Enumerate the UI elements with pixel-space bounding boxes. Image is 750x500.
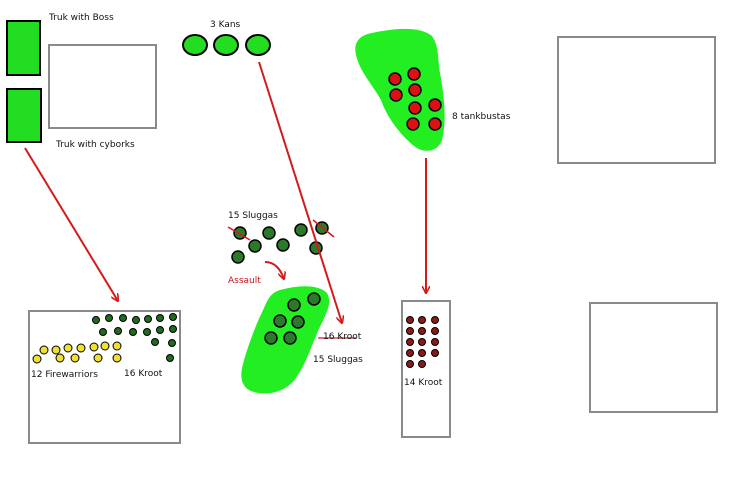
firewarrior xyxy=(63,343,73,353)
slugga xyxy=(307,292,321,306)
firewarrior xyxy=(89,342,99,352)
kroot xyxy=(99,328,107,336)
slugga xyxy=(276,238,290,252)
label-sluggas-top: 15 Sluggas xyxy=(228,211,278,221)
firewarriors-group xyxy=(32,341,122,364)
kroot xyxy=(156,314,164,322)
kroot xyxy=(431,349,439,357)
tankbusta xyxy=(408,83,422,97)
kroot xyxy=(406,360,414,368)
arrow-assault xyxy=(264,261,284,279)
movement-arrows xyxy=(24,61,426,323)
slugga xyxy=(273,314,287,328)
label-firewarriors: 12 Firewarriors xyxy=(31,370,98,380)
firewarrior xyxy=(112,353,122,363)
kroot-middle-group xyxy=(406,316,439,368)
kroot xyxy=(143,328,151,336)
kroot xyxy=(418,338,426,346)
slugga xyxy=(248,239,262,253)
kan xyxy=(182,34,208,56)
kan xyxy=(213,34,239,56)
slugga xyxy=(287,298,301,312)
firewarrior xyxy=(112,341,122,351)
tankbusta xyxy=(389,88,403,102)
kroot xyxy=(406,338,414,346)
firewarrior xyxy=(70,353,80,363)
slugga xyxy=(262,226,276,240)
tankbusta xyxy=(406,117,420,131)
building-bottom-right xyxy=(589,302,718,413)
slugga xyxy=(294,223,308,237)
firewarrior xyxy=(93,353,103,363)
kroot xyxy=(119,314,127,322)
label-kroot-middle: 14 Kroot xyxy=(404,378,443,388)
strike-mark xyxy=(312,219,335,238)
firewarrior xyxy=(32,354,42,364)
kroot xyxy=(406,316,414,324)
kroot xyxy=(144,315,152,323)
kroot xyxy=(169,313,177,321)
firewarrior xyxy=(51,345,61,355)
label-kroot-struck: 16 Kroot xyxy=(323,332,362,342)
kroot xyxy=(168,339,176,347)
kroot-left-group xyxy=(92,313,177,362)
kroot xyxy=(431,316,439,324)
kroot xyxy=(418,360,426,368)
building-top-left xyxy=(48,44,157,129)
slugga xyxy=(264,331,278,345)
kroot xyxy=(114,327,122,335)
arrow-truk-to-building xyxy=(24,147,118,301)
kroot xyxy=(169,325,177,333)
label-truk-boss: Truk with Boss xyxy=(49,13,114,23)
kroot xyxy=(418,327,426,335)
arrow-kans-to-cover xyxy=(258,61,342,323)
kroot xyxy=(129,328,137,336)
tankbusta xyxy=(388,72,402,86)
kan xyxy=(245,34,271,56)
firewarrior xyxy=(100,341,110,351)
slugga xyxy=(291,315,305,329)
slugga xyxy=(231,250,245,264)
label-tankbustas: 8 tankbustas xyxy=(452,112,511,122)
kroot xyxy=(151,338,159,346)
kroot xyxy=(418,349,426,357)
slugga xyxy=(283,331,297,345)
kroot xyxy=(166,354,174,362)
firewarrior xyxy=(55,353,65,363)
label-kans: 3 Kans xyxy=(210,20,241,30)
kroot xyxy=(132,316,140,324)
firewarrior xyxy=(76,343,86,353)
tankbusta xyxy=(408,101,422,115)
label-assault: Assault xyxy=(228,276,261,286)
kans-group xyxy=(182,34,271,56)
truk-boss xyxy=(6,20,41,76)
tankbusta xyxy=(428,98,442,112)
building-bottom-left xyxy=(28,310,181,444)
strike-mark xyxy=(227,226,251,241)
building-bottom-middle xyxy=(401,300,451,438)
label-sluggas-bottom: 15 Sluggas xyxy=(313,355,363,365)
firewarrior xyxy=(39,345,49,355)
truk-cyborks xyxy=(6,88,42,143)
kroot xyxy=(431,327,439,335)
tankbusta xyxy=(407,67,421,81)
kroot xyxy=(418,316,426,324)
building-top-right xyxy=(557,36,716,164)
kroot xyxy=(406,349,414,357)
kroot xyxy=(105,314,113,322)
label-truk-cyborks: Truk with cyborks xyxy=(56,140,135,150)
kroot xyxy=(92,316,100,324)
tankbustas-group xyxy=(388,67,442,131)
sluggas-top-group xyxy=(231,221,329,264)
kroot xyxy=(431,338,439,346)
kroot xyxy=(156,326,164,334)
sluggas-bottom-group xyxy=(264,292,321,345)
label-kroot-left: 16 Kroot xyxy=(124,369,163,379)
kroot xyxy=(406,327,414,335)
tankbusta xyxy=(428,117,442,131)
